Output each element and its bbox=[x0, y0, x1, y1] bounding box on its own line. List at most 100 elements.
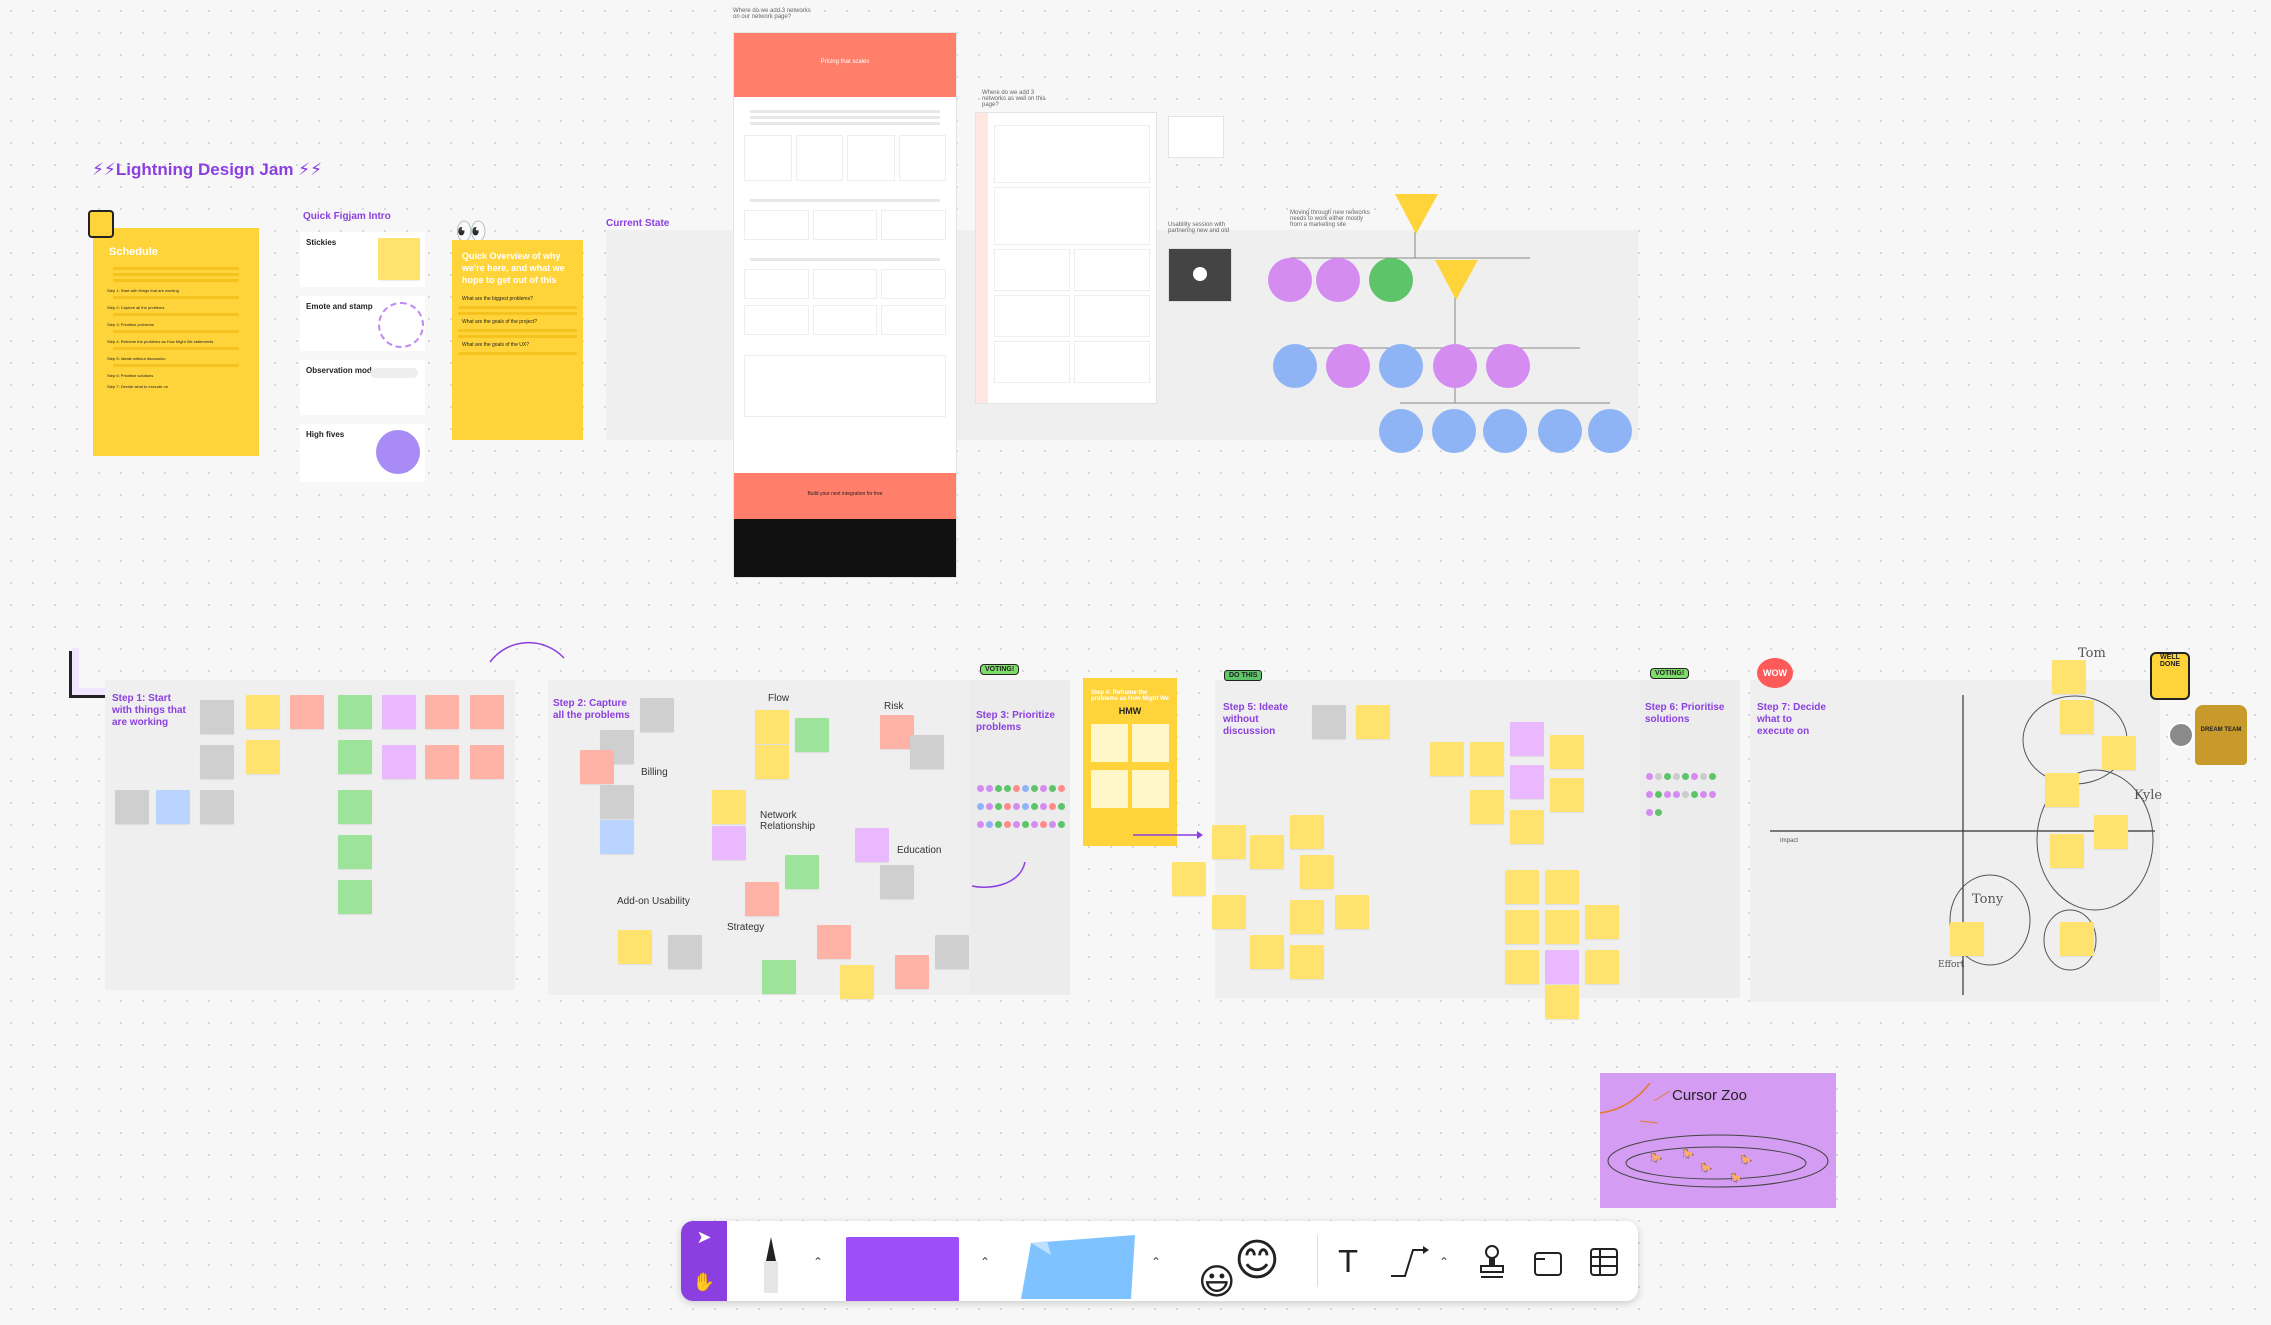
sticky-note[interactable] bbox=[338, 835, 372, 869]
sticky-note[interactable] bbox=[580, 750, 614, 784]
sticky-note[interactable] bbox=[712, 790, 746, 824]
connector-tool-button[interactable] bbox=[1381, 1237, 1437, 1287]
sticky-note[interactable] bbox=[1505, 950, 1539, 984]
sticky-note[interactable] bbox=[712, 826, 746, 860]
sticky-note[interactable] bbox=[600, 785, 634, 819]
intro-card[interactable]: High fives bbox=[300, 424, 425, 482]
intro-card[interactable]: Observation mode bbox=[300, 360, 425, 415]
video-thumbnail[interactable] bbox=[1168, 248, 1232, 302]
sticky-note[interactable] bbox=[2094, 815, 2128, 849]
sticky-note[interactable] bbox=[1510, 765, 1544, 799]
pen-tool-button[interactable] bbox=[741, 1231, 801, 1293]
sticky-note[interactable] bbox=[1250, 935, 1284, 969]
sticky-note[interactable] bbox=[382, 695, 416, 729]
sticky-note[interactable] bbox=[880, 715, 914, 749]
sticky-note[interactable] bbox=[1550, 735, 1584, 769]
sticky-note[interactable] bbox=[1290, 900, 1324, 934]
chevron-up-icon[interactable]: ⌃ bbox=[1151, 1255, 1162, 1269]
sticky-note[interactable] bbox=[618, 930, 652, 964]
sticky-note[interactable] bbox=[1545, 910, 1579, 944]
sticky-note[interactable] bbox=[1470, 790, 1504, 824]
sticky-note[interactable] bbox=[785, 855, 819, 889]
sticky-note[interactable] bbox=[745, 882, 779, 916]
sticky-note[interactable] bbox=[817, 925, 851, 959]
sticky-note[interactable] bbox=[1510, 810, 1544, 844]
sticky-note[interactable] bbox=[1545, 985, 1579, 1019]
section-tool-button[interactable] bbox=[1523, 1237, 1573, 1287]
shapes-tool-button[interactable] bbox=[1011, 1235, 1137, 1301]
sticky-note[interactable] bbox=[2060, 700, 2094, 734]
sticky-note[interactable] bbox=[425, 695, 459, 729]
sticky-note[interactable] bbox=[2102, 736, 2136, 770]
sticky-note[interactable] bbox=[338, 880, 372, 914]
chevron-up-icon[interactable]: ⌃ bbox=[813, 1255, 824, 1269]
sticky-note[interactable] bbox=[840, 965, 874, 999]
sticky-note[interactable] bbox=[1290, 945, 1324, 979]
cursor-zoo-panel[interactable]: Cursor Zoo 🐎 🐎 🐎 🐎 🐎 bbox=[1600, 1073, 1836, 1208]
sticky-note[interactable] bbox=[200, 745, 234, 779]
sticky-note[interactable] bbox=[290, 695, 324, 729]
sticky-note[interactable] bbox=[1545, 950, 1579, 984]
sticky-note[interactable] bbox=[895, 955, 929, 989]
network-page-mock[interactable] bbox=[975, 112, 1157, 404]
sticky-note[interactable] bbox=[795, 718, 829, 752]
sticky-note[interactable] bbox=[755, 745, 789, 779]
sticky-note[interactable] bbox=[2060, 922, 2094, 956]
sticky-note[interactable] bbox=[1505, 910, 1539, 944]
sticky-note[interactable] bbox=[640, 698, 674, 732]
sticky-note[interactable] bbox=[200, 790, 234, 824]
sticky-note[interactable] bbox=[755, 710, 789, 744]
sticky-note[interactable] bbox=[1300, 855, 1334, 889]
select-tool-button[interactable]: ➤ ✋ bbox=[681, 1221, 727, 1301]
avatar[interactable] bbox=[2168, 722, 2194, 748]
sticky-note[interactable] bbox=[115, 790, 149, 824]
sticky-note[interactable] bbox=[1356, 705, 1390, 739]
sticky-note[interactable] bbox=[1250, 835, 1284, 869]
pricing-page-mock[interactable]: Pricing that scales Build your next inte… bbox=[733, 32, 957, 578]
overview-panel[interactable]: Quick Overview of why we're here, and wh… bbox=[452, 240, 583, 440]
sticky-note[interactable] bbox=[425, 745, 459, 779]
sticky-note[interactable] bbox=[2050, 834, 2084, 868]
hmw-panel[interactable]: Step 4: Reframe the problems as How Migh… bbox=[1083, 678, 1177, 846]
sticky-note[interactable] bbox=[338, 740, 372, 774]
sticky-note[interactable] bbox=[2052, 660, 2086, 694]
sticky-note[interactable] bbox=[378, 238, 420, 280]
sticky-note[interactable] bbox=[1505, 870, 1539, 904]
sticky-note[interactable] bbox=[1545, 870, 1579, 904]
sticky-note[interactable] bbox=[1510, 722, 1544, 756]
intro-card[interactable]: Stickies bbox=[300, 232, 425, 287]
emoji-stamp-tool-button[interactable]: 😊 😃 bbox=[1186, 1235, 1306, 1302]
sticky-note[interactable] bbox=[600, 820, 634, 854]
sticky-note[interactable] bbox=[880, 865, 914, 899]
sticky-note[interactable] bbox=[1950, 922, 1984, 956]
sticky-note[interactable] bbox=[1212, 825, 1246, 859]
table-tool-button[interactable] bbox=[1579, 1237, 1629, 1287]
sticky-note[interactable] bbox=[200, 700, 234, 734]
sticky-note[interactable] bbox=[1290, 815, 1324, 849]
sticky-note[interactable] bbox=[1585, 950, 1619, 984]
sticky-note[interactable] bbox=[470, 745, 504, 779]
text-tool-button[interactable]: T bbox=[1323, 1237, 1373, 1287]
sticky-note[interactable] bbox=[470, 695, 504, 729]
chevron-up-icon[interactable]: ⌃ bbox=[1439, 1255, 1450, 1269]
stamp-tool-button[interactable] bbox=[1467, 1237, 1517, 1287]
sticky-note[interactable] bbox=[1585, 905, 1619, 939]
sticky-note[interactable] bbox=[910, 735, 944, 769]
sticky-note[interactable] bbox=[1430, 742, 1464, 776]
chevron-up-icon[interactable]: ⌃ bbox=[980, 1255, 991, 1269]
sticky-note[interactable] bbox=[1470, 742, 1504, 776]
sticky-note[interactable] bbox=[246, 695, 280, 729]
sticky-note[interactable] bbox=[668, 935, 702, 969]
sticky-note[interactable] bbox=[1212, 895, 1246, 929]
sticky-note[interactable] bbox=[1312, 705, 1346, 739]
sticky-note[interactable] bbox=[935, 935, 969, 969]
sticky-note[interactable] bbox=[338, 695, 372, 729]
sticky-note[interactable] bbox=[2045, 773, 2079, 807]
sticky-note[interactable] bbox=[1550, 778, 1584, 812]
sticky-note-tool-button[interactable] bbox=[846, 1237, 959, 1301]
sticky-note[interactable] bbox=[1335, 895, 1369, 929]
sticky-note[interactable] bbox=[762, 960, 796, 994]
sticky-note[interactable] bbox=[382, 745, 416, 779]
intro-card[interactable]: Emote and stamp bbox=[300, 296, 425, 351]
schedule-panel[interactable]: Schedule Step 1: Start with things that … bbox=[93, 228, 259, 456]
